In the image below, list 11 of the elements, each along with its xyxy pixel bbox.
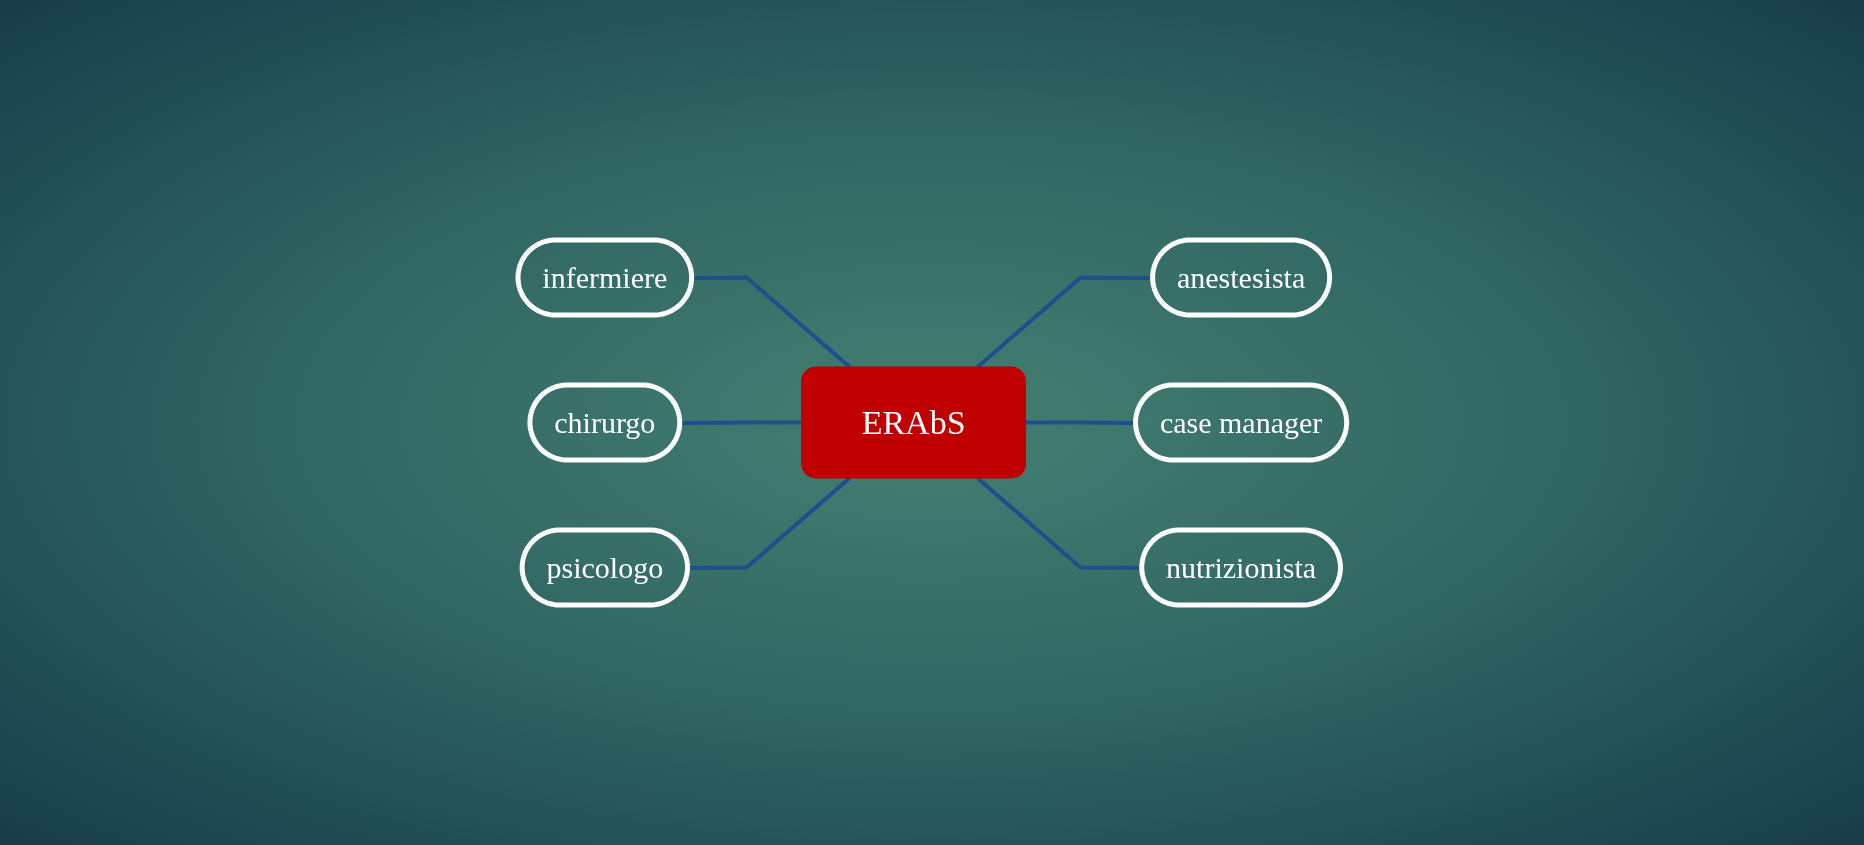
node-text: case manager: [1159, 405, 1322, 439]
node-text: anestesista: [1176, 261, 1305, 294]
node-text: nutrizionista: [1165, 550, 1316, 584]
connector: [975, 476, 1142, 570]
connector: [687, 476, 851, 570]
connector: [1025, 420, 1136, 425]
node-text: psicologo: [546, 550, 663, 584]
node-text: infermiere: [542, 261, 667, 294]
connector: [679, 420, 802, 425]
node-text: chirurgo: [553, 405, 656, 439]
node-box: ERAbS: [800, 366, 1026, 479]
